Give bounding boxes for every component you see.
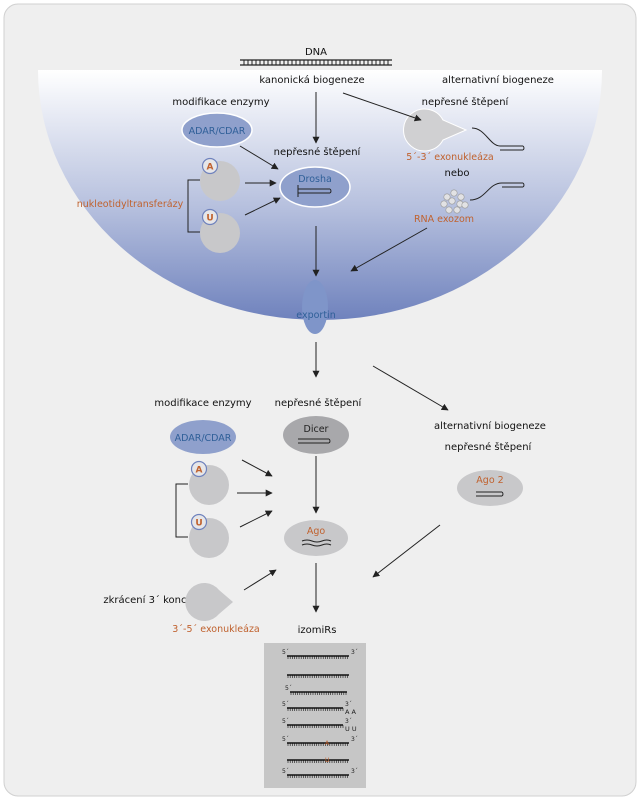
arrow-dna-to-alternative [342,92,422,122]
arrow-u-to-drosha [244,197,281,216]
cyto-imprecise-right-label: nepřesné štěpení [445,441,533,453]
dicer-label: Dicer [304,424,329,435]
izomir-3prime-label: 3´ [351,649,358,656]
rna-exosome-label: RNA exozom [414,214,474,225]
drosha-ellipse [279,166,351,208]
exportin-label: exportin [296,310,335,321]
izomir-5prime-label: 5´ [282,736,289,743]
ago2-ellipse [457,470,523,506]
izomir-edit-a-label: A [325,740,330,747]
izomir-duplex [287,674,349,678]
cyto-adar-cdar-ellipse [170,420,236,454]
cyto-u-label: U [195,519,202,529]
cyto-alternative-label: alternativní biogeneze [434,420,546,432]
izomir-duplex [287,655,349,659]
exonuclease-rna-hairpin-icon [471,127,525,151]
arrow-truncation-to-ago [243,569,277,591]
izomirs-list: 5´3´5´5´3´A A5´3´U U5´3´AU5´3´ [282,649,358,778]
arrow-cyto-adar-to-ago [241,459,273,477]
imprecise-cleavage-center-label: nepřesné štěpení [274,146,362,158]
arrow-ago2-to-izomirs [372,524,441,578]
a-label: A [207,163,214,173]
drosha-hairpin-icon [297,185,332,197]
ago2-hairpin-icon [476,491,504,497]
dna-strand [240,59,392,66]
izomirs-box [264,643,366,788]
cyto-a-label: A [196,466,203,476]
izomir-3prime-label: 3´ [345,701,352,708]
izomir-duplex [287,759,349,763]
modification-enzymes-label: modifikace enzymy [172,97,269,108]
u-badge [201,208,219,226]
exosome-rna-hairpin-icon [469,182,525,201]
truncation-label: zkrácení 3´ konce [103,594,192,606]
cyto-modification-label: modifikace enzymy [154,398,251,409]
adar-cdar-ellipse [181,112,253,148]
izomir-3prime-label: 3´ [351,768,358,775]
izomir-duplex [287,724,344,728]
ago-ellipse [284,520,348,556]
drosha-label: Drosha [298,174,332,185]
izomir-5prime-label: 5´ [282,649,289,656]
alternative-biogenesis-label: alternativní biogeneze [442,74,554,86]
exonuclease-53-label: 5´-3´ exonukleáza [406,152,494,163]
izomir-3prime-label: 3´ [345,718,352,725]
cyto-adar-cdar-label: ADAR/CDAR [175,433,232,444]
ago-label: Ago [307,526,326,537]
ago-duplex-icon [301,539,332,547]
izomir-5prime-label: 5´ [282,768,289,775]
izomir-duplex [290,691,347,695]
canonical-biogenesis-label: kanonická biogeneze [259,74,364,86]
cyto-a-badge [190,460,208,478]
izomir-5prime-label: 5´ [282,701,289,708]
izomirs-label: izomiRs [298,625,337,636]
izomir-uu-tail-label: U U [345,725,357,733]
dicer-ellipse [283,416,349,454]
u-label: U [206,214,213,224]
rna-exosome-icon [440,189,469,214]
or-label: nebo [445,168,470,179]
izomir-edit-u-label: U [325,757,329,764]
nucleotidyltransferases-label: nukleotidyltransferázy [77,199,184,210]
a-badge [201,157,219,175]
izomir-5prime-label: 5´ [285,685,292,692]
arrow-exosome-to-exportin [350,227,428,272]
cyto-imprecise-label: nepřesné štěpení [275,397,363,409]
arrow-adar-to-drosha [239,145,279,170]
izomir-5prime-label: 5´ [282,718,289,725]
cyto-nucleotidyl-bracket [175,483,188,538]
exportin-ellipse [302,280,328,334]
adar-cdar-label: ADAR/CDAR [189,126,246,137]
dna-label: DNA [305,47,327,58]
arrow-cyto-u-to-ago [239,510,273,528]
dicer-hairpin-icon [298,438,331,444]
arrow-exportin-to-alternative [372,365,449,411]
izomir-aa-tail-label: A A [345,708,357,716]
imprecise-cleavage-right-label: nepřesné štěpení [422,96,510,108]
cyto-u-badge [190,513,208,531]
exonuclease-35-label: 3´-5´ exonukleáza [172,624,260,635]
exonuclease-35-pacman-icon [185,583,233,621]
izomir-duplex [287,742,349,746]
izomir-duplex [287,774,349,778]
nucleotidyl-bracket [187,179,200,233]
izomir-3prime-label: 3´ [351,736,358,743]
ago2-label: Ago 2 [476,475,503,486]
izomir-duplex [287,707,344,711]
